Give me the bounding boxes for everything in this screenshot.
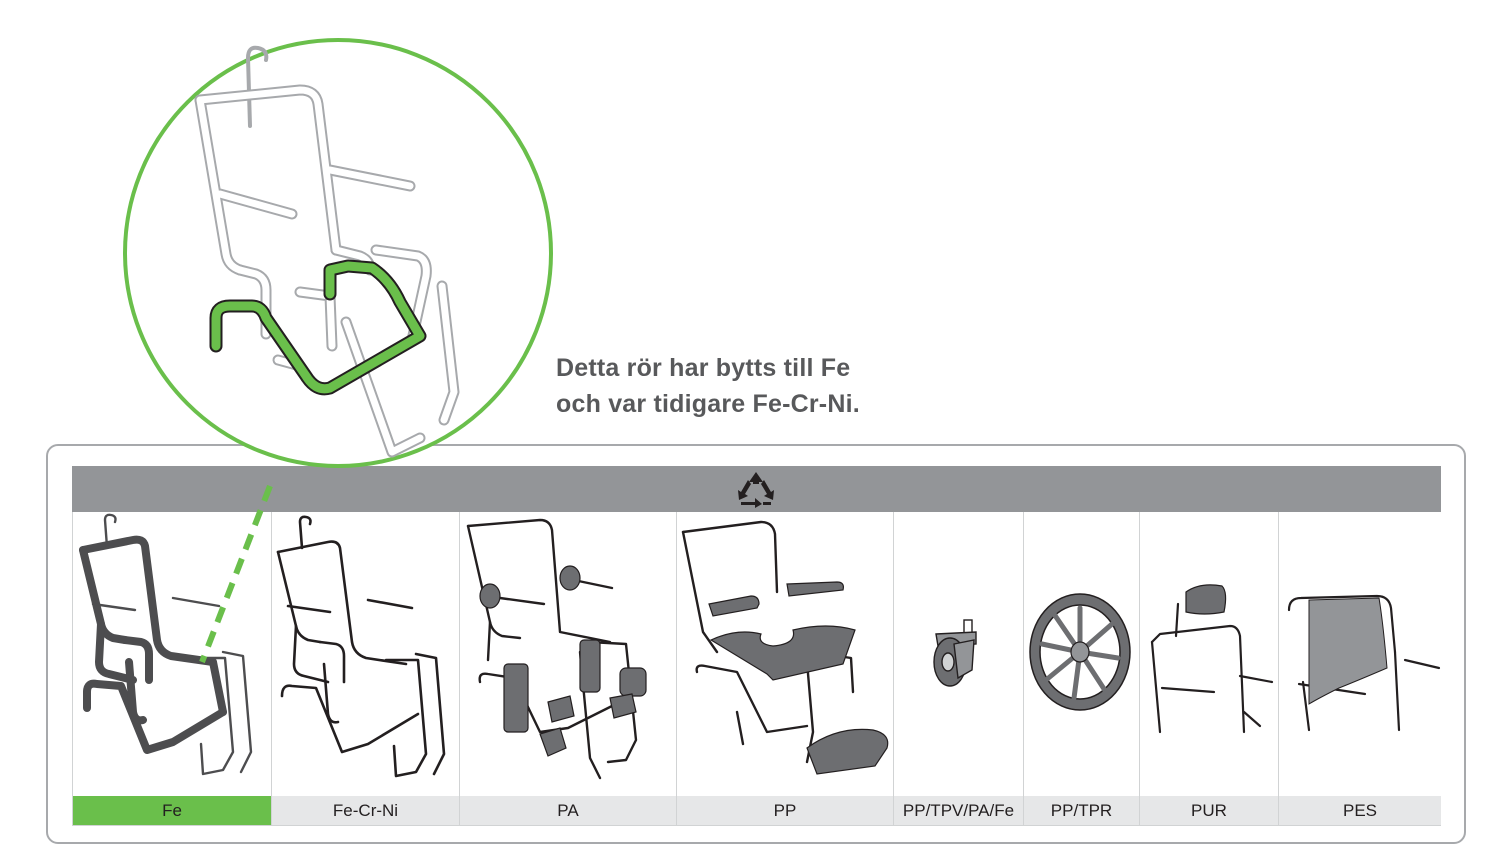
shower-chair-pp-parts-illustration (681, 520, 889, 775)
headrest-armrest-illustration (1150, 584, 1274, 734)
material-label-pp: PP (677, 796, 893, 825)
backrest-fabric-illustration (1287, 594, 1441, 732)
material-cell-pp-tpr: PP/TPR (1023, 512, 1139, 825)
material-label-pur: PUR (1140, 796, 1278, 825)
material-label-pes: PES (1279, 796, 1441, 825)
material-label-pp-tpv-pa-fe: PP/TPV/PA/Fe (894, 796, 1023, 825)
shower-chair-frame-fe-illustration (79, 513, 253, 776)
material-cell-pur: PUR (1139, 512, 1278, 825)
shower-chair-frame-fe-cr-ni-illustration (276, 515, 446, 778)
large-wheel-illustration (1029, 593, 1131, 711)
magnified-frame-illustration (194, 45, 460, 458)
material-cell-fe: Fe (72, 512, 271, 825)
callout-line-2: och var tidigare Fe-Cr-Ni. (556, 390, 860, 418)
material-cell-pes: PES (1278, 512, 1441, 825)
material-cell-pa: PA (459, 512, 676, 825)
material-label-fe: Fe (73, 796, 271, 825)
material-cell-pp: PP (676, 512, 893, 825)
material-cell-pp-tpv-pa-fe: PP/TPV/PA/Fe (893, 512, 1023, 825)
shower-chair-pa-parts-illustration (466, 518, 647, 780)
callout-text: Detta rör har bytts till Fe och var tidi… (556, 350, 976, 422)
magnifier-circle (123, 38, 553, 468)
material-label-fe-cr-ni: Fe-Cr-Ni (272, 796, 459, 825)
table-bottom-line (72, 825, 1441, 826)
material-label-pp-tpr: PP/TPR (1024, 796, 1139, 825)
material-cell-fe-cr-ni: Fe-Cr-Ni (271, 512, 459, 825)
callout-line-1: Detta rör har bytts till Fe (556, 354, 851, 382)
recycle-icon (738, 472, 774, 508)
castor-wheel-illustration (933, 619, 977, 687)
material-label-pa: PA (460, 796, 676, 825)
